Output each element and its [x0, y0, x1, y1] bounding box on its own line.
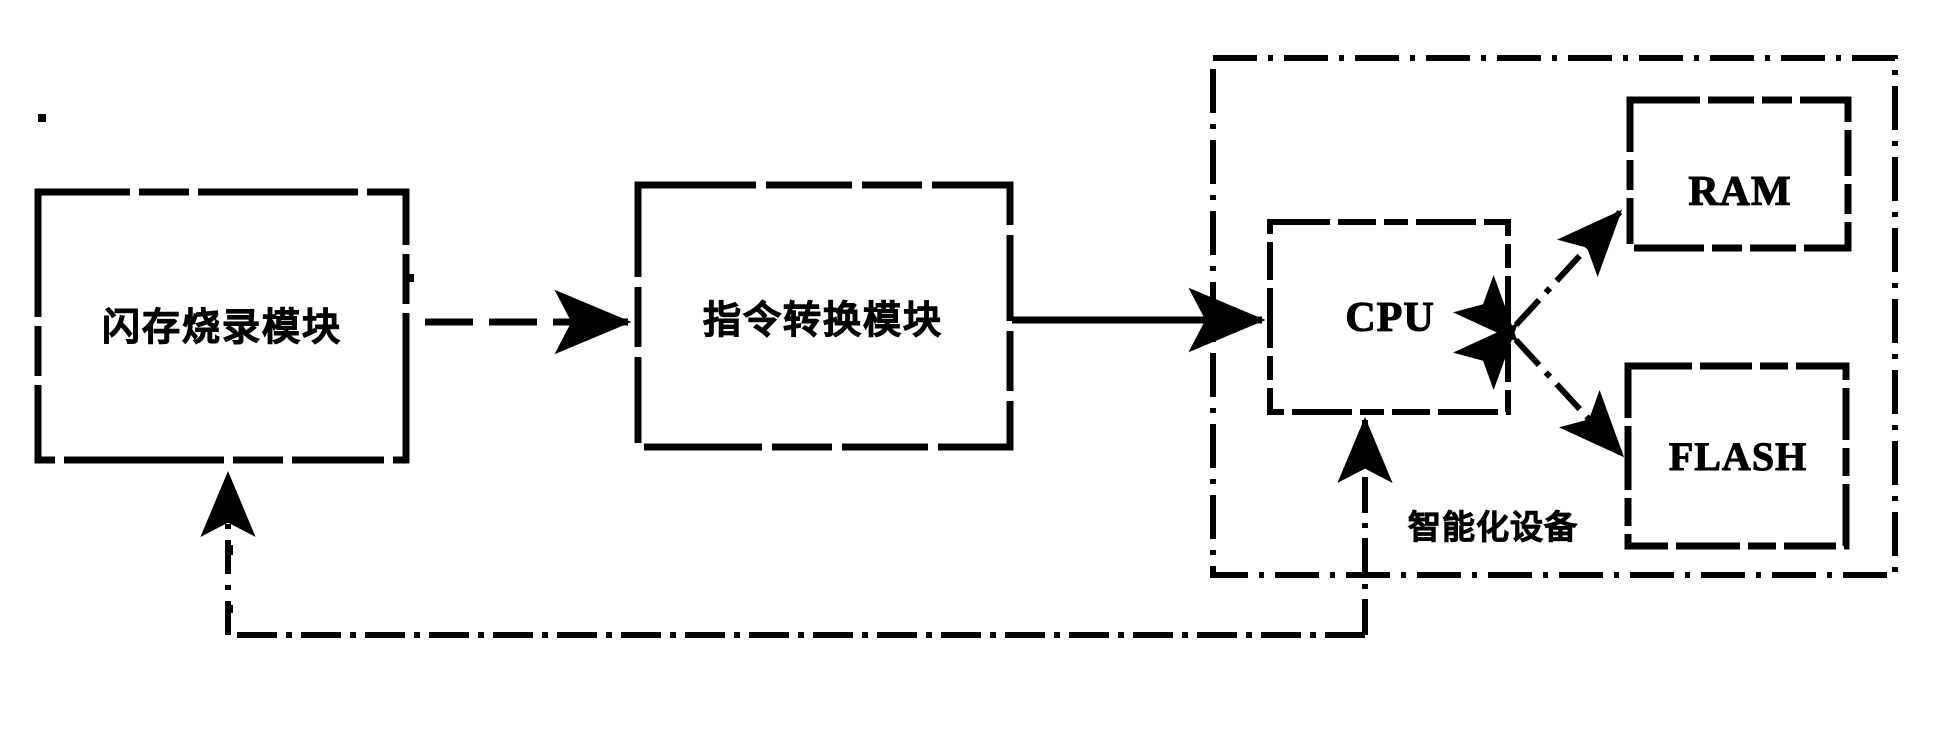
speck-2	[406, 274, 414, 282]
flash-burn-module-label: 闪存烧录模块	[101, 305, 343, 349]
instruction-convert-module-border	[634, 181, 1014, 451]
node-ram	[1626, 96, 1852, 252]
ram-label: RAM	[1688, 169, 1792, 215]
node-flash	[1624, 362, 1850, 550]
flash-border	[1624, 362, 1850, 550]
flash-label: FLASH	[1668, 434, 1808, 479]
smart-device-label: 智能化设备	[1408, 507, 1578, 547]
instruction-convert-module-label: 指令转换模块	[702, 298, 944, 342]
node-flash-burn-module	[34, 188, 410, 464]
edge-cpu-flash-line	[1453, 274, 1625, 458]
smart-device-border	[1210, 55, 1898, 578]
edge-feedback-bus	[200, 417, 1393, 638]
flash-burn-module-border	[34, 188, 410, 464]
speck-3	[225, 545, 233, 555]
edge-cpu-ram	[1453, 209, 1623, 391]
ram-border	[1626, 96, 1852, 252]
node-instruction-convert-module	[634, 181, 1014, 451]
scan-specks	[38, 114, 414, 613]
speck-1	[38, 114, 46, 122]
cpu-label: CPU	[1345, 295, 1435, 341]
node-smart-device	[1210, 55, 1898, 578]
edge-cpu-flash	[1453, 274, 1625, 458]
speck-4	[225, 605, 233, 613]
edge-cpu-ram-line	[1453, 209, 1623, 391]
